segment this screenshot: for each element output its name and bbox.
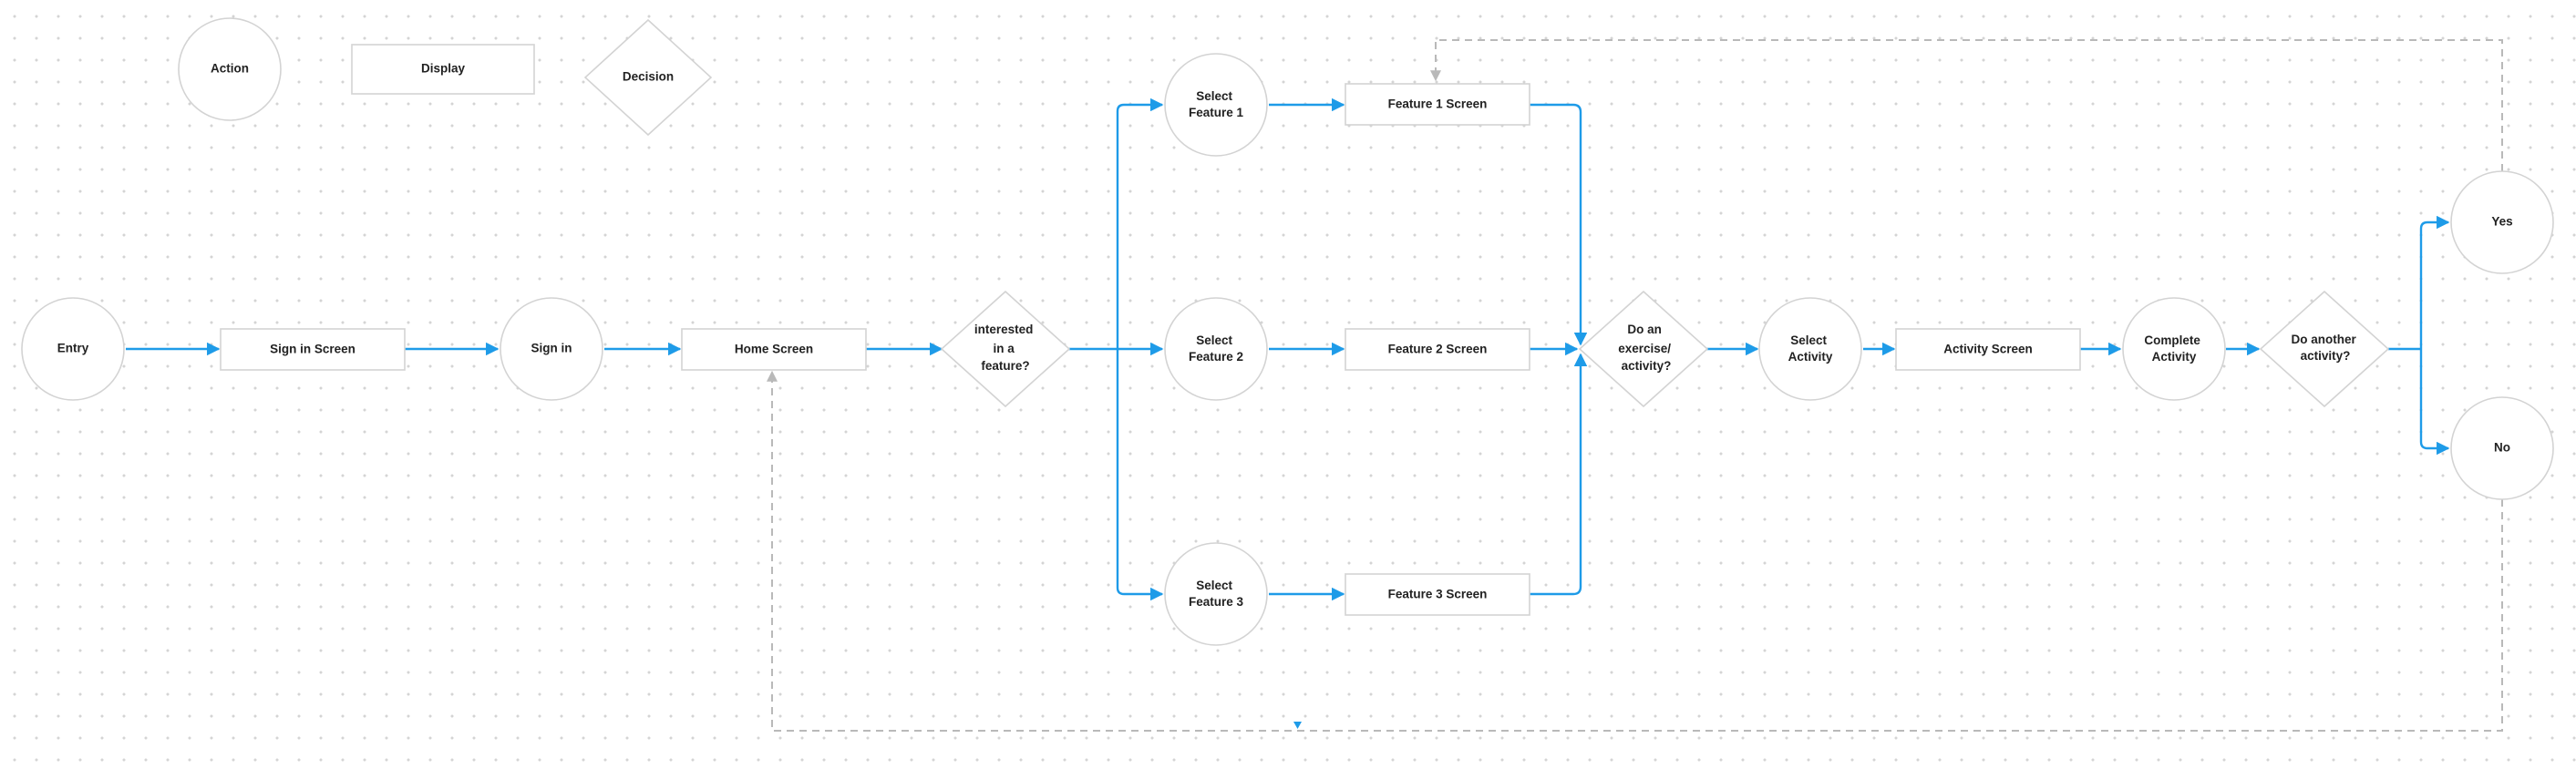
legend-action: Action: [178, 17, 282, 121]
legend-display-label: Display: [421, 62, 466, 76]
select-feature-2-line-2: Feature 2: [1189, 350, 1243, 364]
sign-in-circle: [500, 297, 603, 401]
select-feature-1-label: Select Feature 1: [1189, 89, 1244, 119]
edge-do-another-to-yes: [2419, 215, 2450, 349]
yes-label: Yes: [2491, 215, 2512, 229]
node-sign-in[interactable]: Sign in: [500, 297, 603, 401]
complete-activity-line-2: Activity: [2152, 350, 2197, 364]
select-feature-3-line-2: Feature 3: [1189, 595, 1244, 609]
node-select-activity[interactable]: Select Activity: [1758, 297, 1862, 401]
node-complete-activity[interactable]: Complete Activity: [2122, 297, 2226, 401]
feature-2-screen-box: [1345, 328, 1530, 371]
flow-edges: [126, 39, 2503, 732]
select-feature-2-line-1: Select: [1196, 333, 1232, 347]
node-feature-3-screen[interactable]: Feature 3 Screen: [1345, 573, 1530, 616]
activity-screen-label: Activity Screen: [1943, 343, 2033, 356]
do-exercise-line-3: activity?: [1622, 359, 1672, 373]
node-yes[interactable]: Yes: [2450, 170, 2554, 274]
edge-no-return-to-home-screen: [767, 370, 2503, 732]
node-interested-decision[interactable]: interested in a feature?: [940, 290, 1071, 408]
interested-diamond: [940, 290, 1071, 408]
select-feature-3-label: Select Feature 3: [1189, 579, 1244, 609]
node-feature-2-screen[interactable]: Feature 2 Screen: [1345, 328, 1530, 371]
node-do-exercise-decision[interactable]: Do an exercise/ activity?: [1578, 290, 1709, 408]
legend-decision: Decision: [583, 18, 713, 137]
select-feature-2-label: Select Feature 2: [1189, 333, 1243, 364]
interested-label-line-2: in a: [993, 342, 1015, 355]
legend-decision-label: Decision: [623, 70, 674, 84]
select-feature-1-line-2: Feature 1: [1189, 106, 1244, 119]
edge-to-select-feature-1: [1116, 97, 1164, 349]
do-exercise-diamond: [1578, 290, 1709, 408]
select-activity-line-2: Activity: [1788, 350, 1833, 364]
sign-in-screen-box: [220, 328, 406, 371]
interested-label-line-3: feature?: [981, 359, 1029, 373]
select-feature-1-circle: [1164, 53, 1268, 157]
complete-activity-line-1: Complete: [2144, 333, 2200, 347]
select-activity-circle: [1758, 297, 1862, 401]
node-do-another-decision[interactable]: Do another activity?: [2259, 290, 2390, 408]
node-select-feature-3[interactable]: Select Feature 3: [1164, 542, 1268, 646]
feature-3-screen-label: Feature 3 Screen: [1388, 588, 1488, 601]
legend-display: Display: [351, 44, 535, 95]
no-label: No: [2494, 441, 2510, 455]
node-activity-screen[interactable]: Activity Screen: [1895, 328, 2081, 371]
node-entry[interactable]: Entry: [21, 297, 125, 401]
node-home-screen[interactable]: Home Screen: [681, 328, 867, 371]
select-activity-line-1: Select: [1790, 333, 1827, 347]
do-another-label: Do another activity?: [2291, 333, 2359, 363]
edge-do-another-to-no: [2419, 349, 2450, 456]
complete-activity-label: Complete Activity: [2144, 333, 2203, 364]
legend-action-label: Action: [211, 62, 249, 76]
node-feature-1-screen[interactable]: Feature 1 Screen: [1345, 83, 1530, 126]
feature-3-screen-box: [1345, 573, 1530, 616]
do-another-line-1: Do another: [2291, 333, 2356, 346]
do-another-diamond: [2259, 290, 2390, 408]
entry-circle: [21, 297, 125, 401]
entry-label: Entry: [57, 342, 89, 355]
select-feature-3-circle: [1164, 542, 1268, 646]
complete-activity-circle: [2122, 297, 2226, 401]
interested-label-line-1: interested: [974, 323, 1034, 336]
yes-circle: [2450, 170, 2554, 274]
home-screen-label: Home Screen: [735, 343, 813, 356]
decision-shape: [583, 18, 713, 137]
select-feature-2-circle: [1164, 297, 1268, 401]
select-feature-3-line-1: Select: [1196, 579, 1232, 592]
edge-yes-return-to-feature-1-screen: [1430, 39, 2503, 171]
feature-1-screen-box: [1345, 83, 1530, 126]
edge-feature-1-screen-to-do-exercise: [1530, 103, 1588, 346]
do-exercise-line-2: exercise/: [1618, 342, 1671, 355]
display-shape: [351, 44, 535, 95]
select-activity-label: Select Activity: [1788, 333, 1833, 364]
edge-to-select-feature-3: [1116, 349, 1164, 601]
do-exercise-line-1: Do an: [1627, 323, 1662, 336]
feature-1-screen-label: Feature 1 Screen: [1388, 97, 1488, 111]
legend: Action Display Decision: [178, 17, 713, 137]
select-feature-1-line-1: Select: [1196, 89, 1232, 103]
action-shape: [178, 17, 282, 121]
flow-nodes: Entry Sign in Screen Sign in Home Screen…: [21, 53, 2554, 646]
interested-label: interested in a feature?: [974, 323, 1036, 373]
home-screen-box: [681, 328, 867, 371]
node-sign-in-screen[interactable]: Sign in Screen: [220, 328, 406, 371]
activity-screen-box: [1895, 328, 2081, 371]
do-exercise-label: Do an exercise/ activity?: [1618, 323, 1674, 373]
node-select-feature-2[interactable]: Select Feature 2: [1164, 297, 1268, 401]
sign-in-label: Sign in: [531, 342, 572, 355]
no-circle: [2450, 396, 2554, 500]
node-no[interactable]: No: [2450, 396, 2554, 500]
edge-feature-3-screen-to-do-exercise: [1530, 353, 1588, 596]
return-flow-direction-marker: [1293, 722, 1302, 729]
sign-in-screen-label: Sign in Screen: [270, 343, 355, 356]
feature-2-screen-label: Feature 2 Screen: [1388, 343, 1488, 356]
node-select-feature-1[interactable]: Select Feature 1: [1164, 53, 1268, 157]
do-another-line-2: activity?: [2301, 349, 2351, 363]
